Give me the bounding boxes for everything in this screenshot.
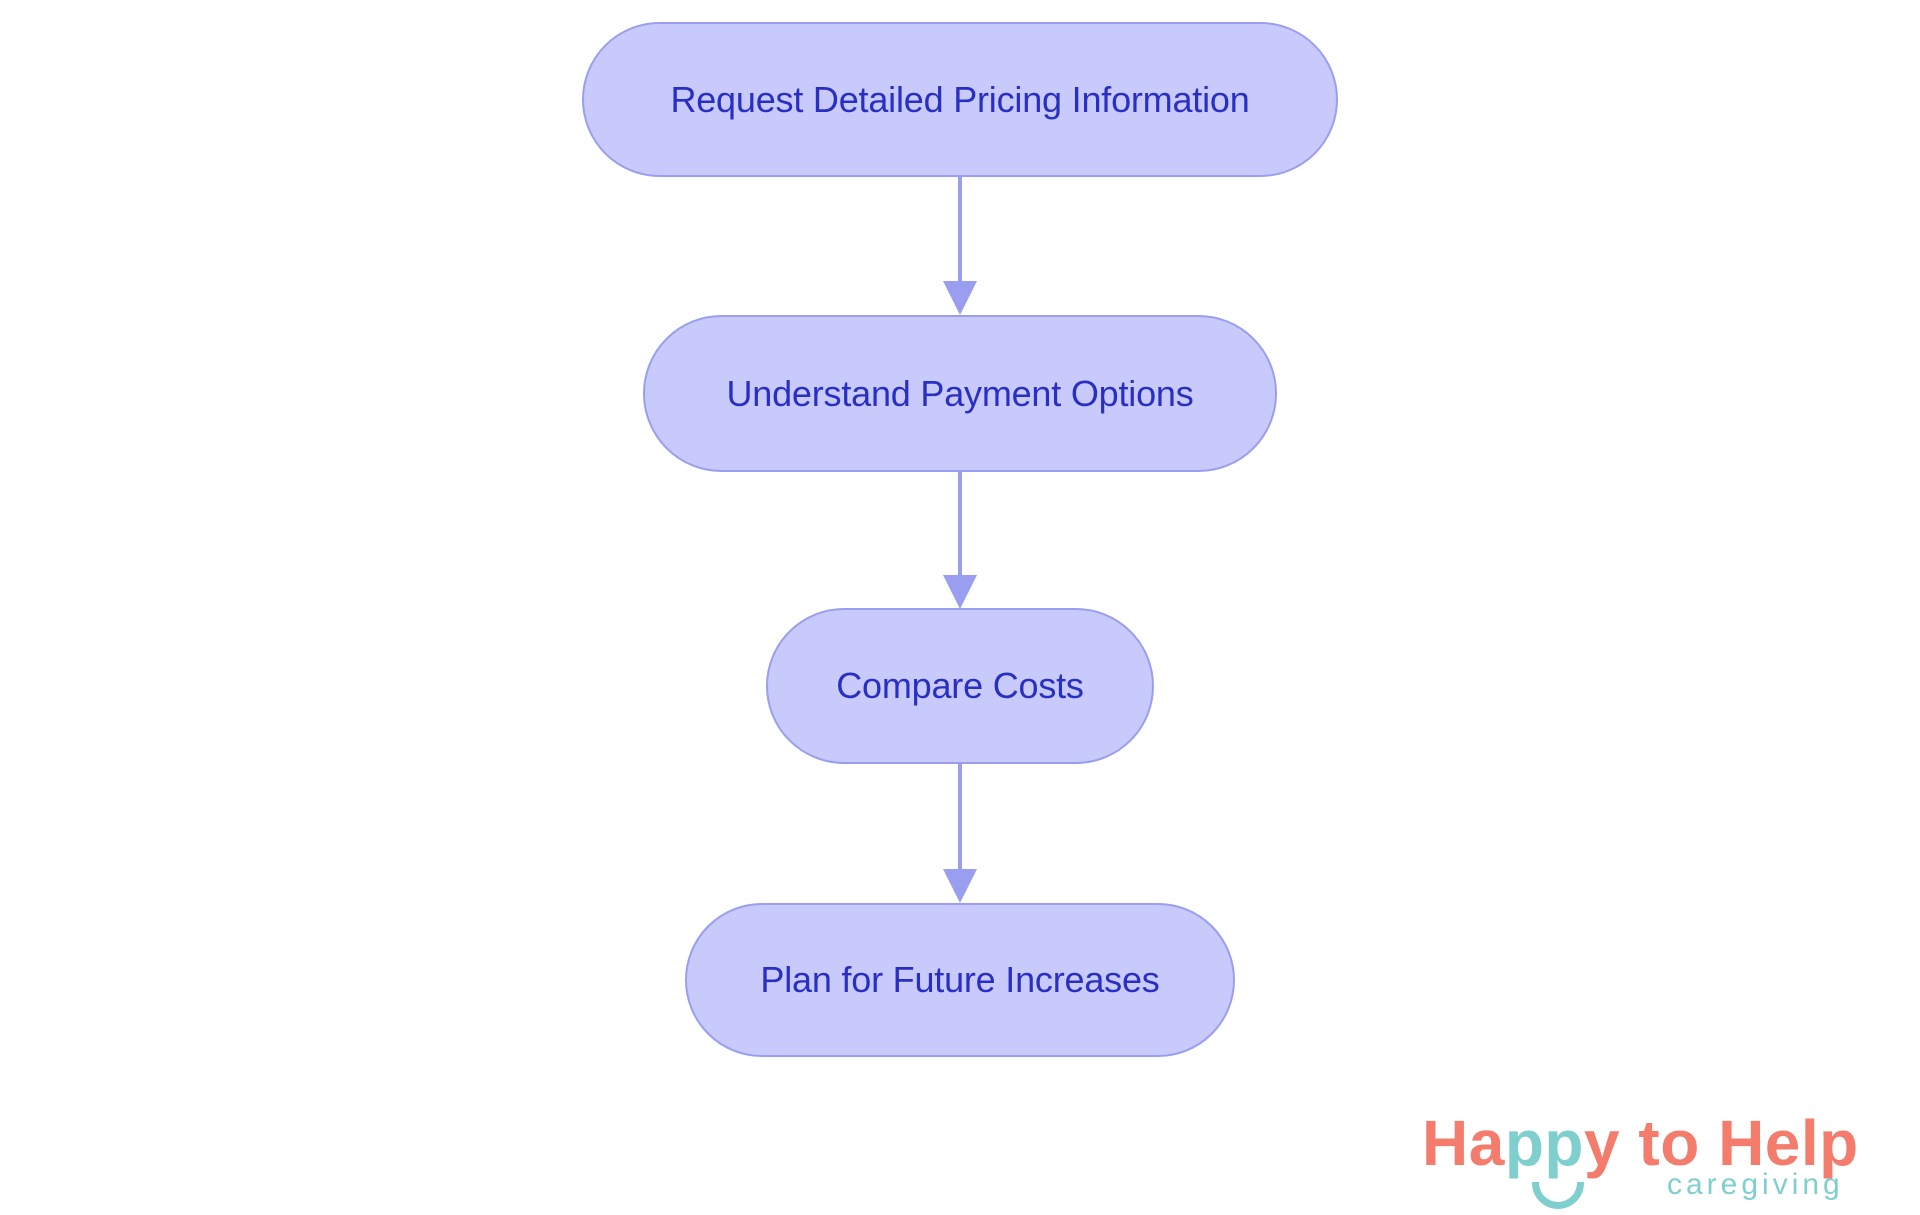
node-label: Understand Payment Options	[726, 372, 1194, 414]
logo-subtitle: caregiving	[1667, 1168, 1844, 1201]
edge-line	[958, 472, 962, 576]
node-request-pricing: Request Detailed Pricing Information	[582, 22, 1338, 177]
node-payment-options: Understand Payment Options	[643, 315, 1277, 472]
logo-wordmark: Happy to Help	[1422, 1107, 1859, 1179]
node-label: Plan for Future Increases	[760, 959, 1160, 1000]
arrow-down-icon	[943, 575, 977, 609]
happy-to-help-logo: Happy to Help caregiving	[1422, 1107, 1882, 1209]
arrow-down-icon	[943, 281, 977, 315]
node-plan-increases: Plan for Future Increases	[685, 903, 1235, 1057]
node-label: Compare Costs	[836, 665, 1084, 706]
edge-line	[958, 764, 962, 870]
arrow-down-icon	[943, 869, 977, 903]
smile-icon	[1532, 1182, 1584, 1209]
edge-line	[958, 177, 962, 283]
node-compare-costs: Compare Costs	[766, 608, 1154, 764]
node-label: Request Detailed Pricing Information	[670, 78, 1250, 120]
